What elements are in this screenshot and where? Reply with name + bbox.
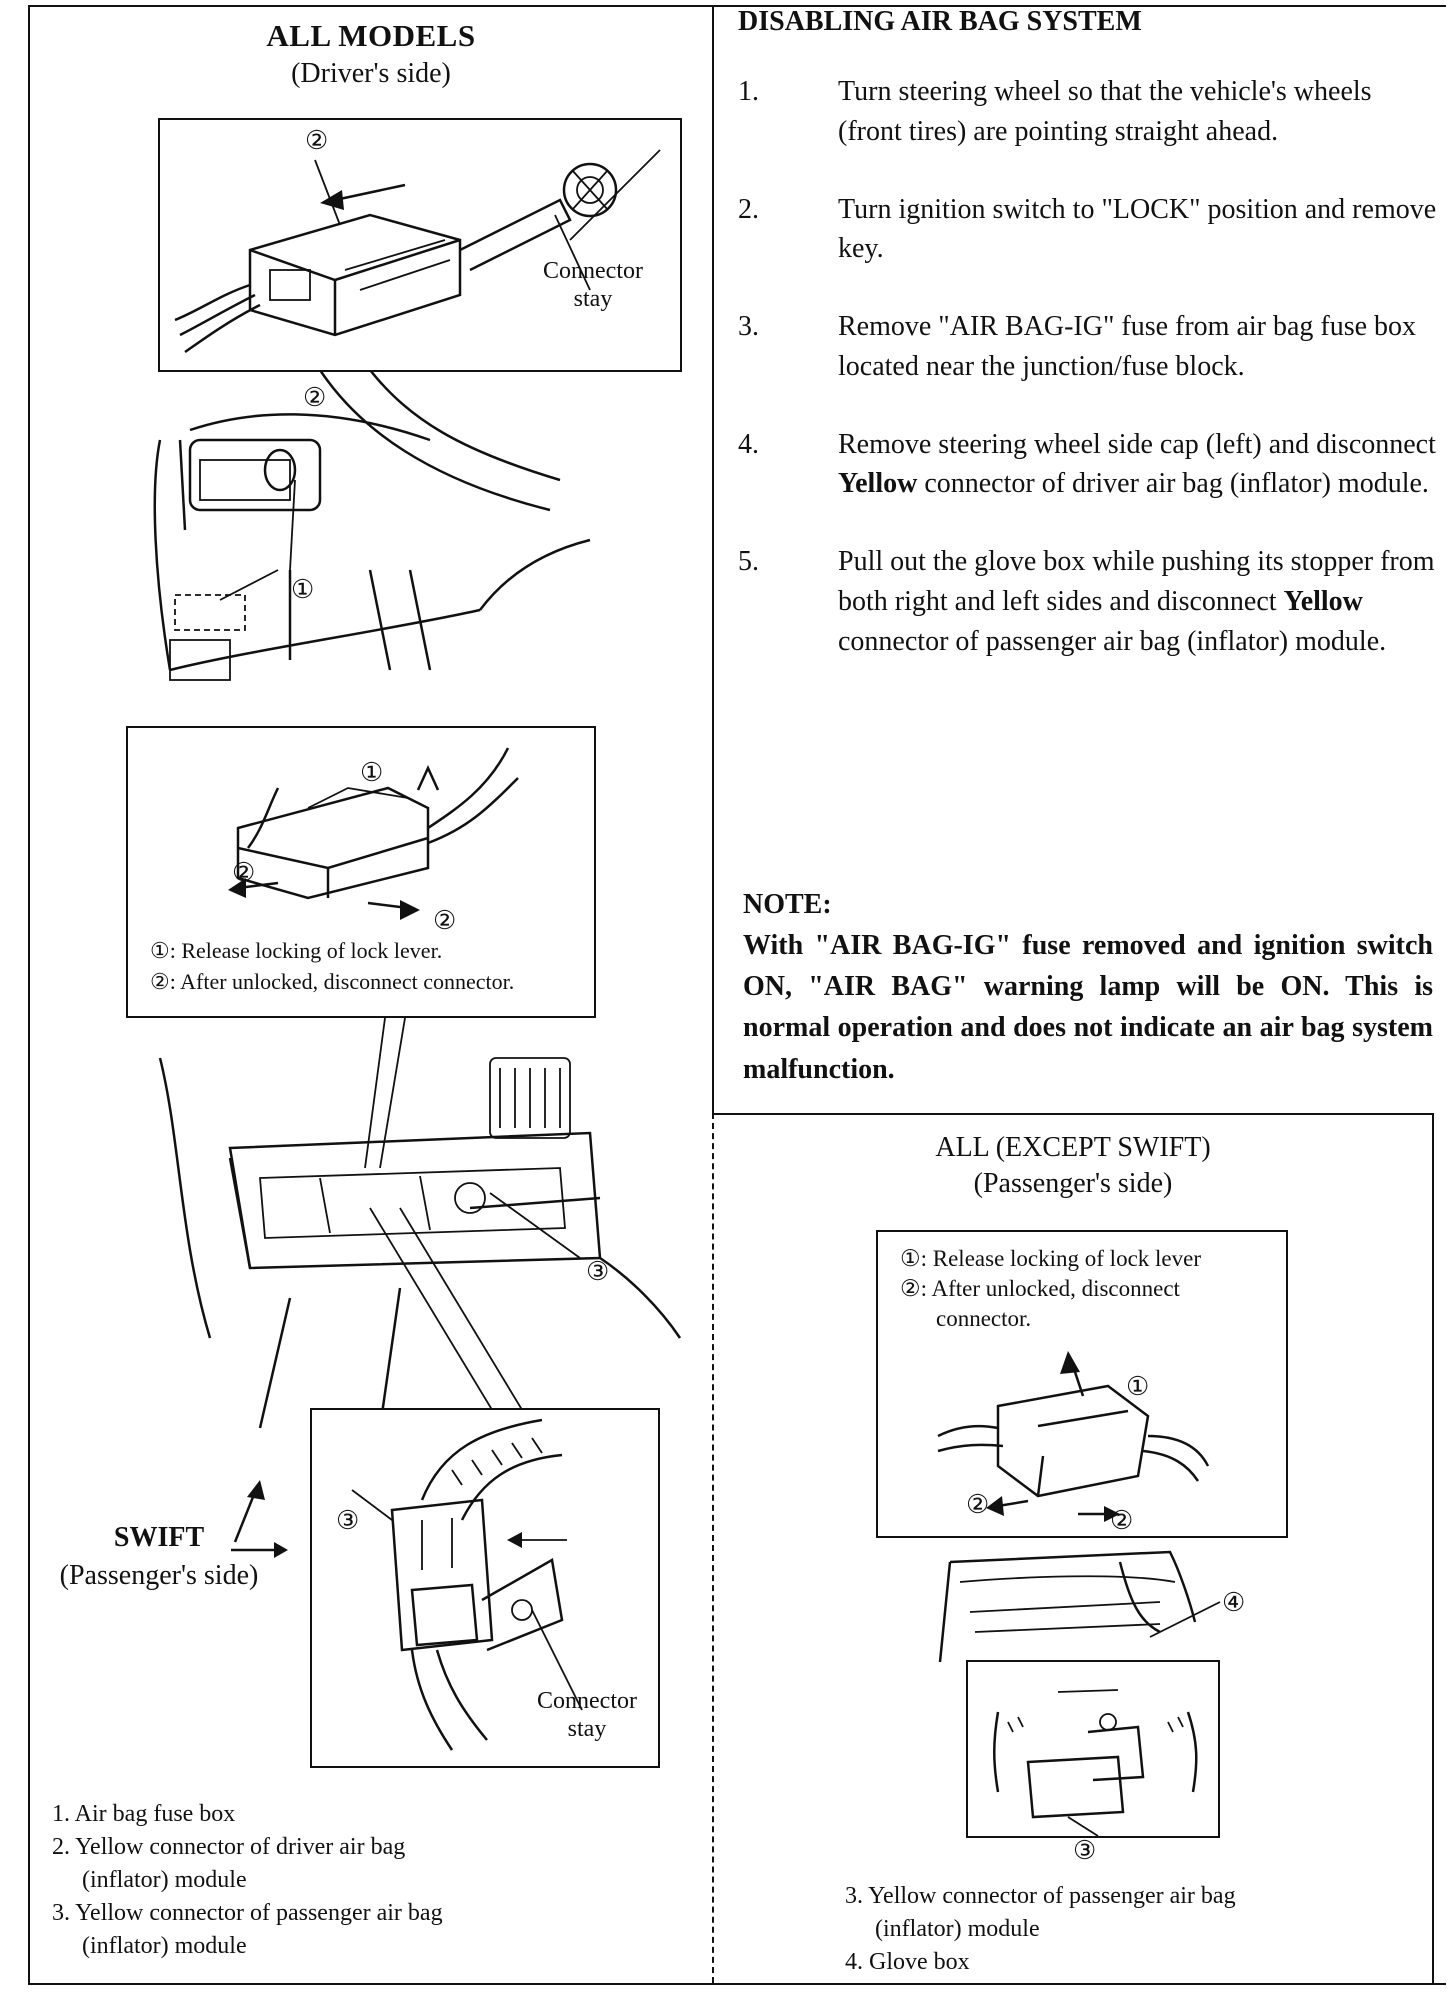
steps-list: 1. Turn steering wheel so that the vehic… [738, 72, 1438, 699]
swift-sublabel: (Passenger's side) [59, 1560, 259, 1591]
step-5-text-pre: Pull out the glove box while pushing its… [838, 546, 1435, 617]
callout-2-unlock-right: ② [433, 906, 457, 935]
swift-connector-inset: ③ Connector stay [310, 1408, 660, 1768]
left-legend-item-2-cont: (inflator) module [82, 1867, 247, 1894]
connector-stay-label: Connector stay [518, 258, 668, 313]
left-legend-item-2: 2. Yellow connector of driver air bag [52, 1834, 406, 1861]
step-5: 5. Pull out the glove box while pushing … [738, 542, 1438, 661]
step-3-number: 3. [738, 311, 759, 342]
swift-connector-illustration [351, 1418, 583, 1751]
left-title: ALL MODELS [266, 18, 476, 53]
passenger-title-block: ALL (EXCEPT SWIFT) (Passenger's side) [712, 1132, 1434, 1200]
swift-arrow-up [233, 1480, 265, 1543]
step-1-number: 1. [738, 76, 759, 107]
swift-connector-stay-line2: stay [567, 1715, 607, 1742]
driver-connector-inset: ② Connector stay [158, 118, 682, 372]
connector-stay-label-line2: stay [573, 285, 613, 312]
step-3: 3. Remove "AIR BAG-IG" fuse from air bag… [738, 307, 1438, 387]
step-1: 1. Turn steering wheel so that the vehic… [738, 72, 1438, 152]
callout-3-swift: ③ [336, 1506, 360, 1535]
step-4-text-pre: Remove steering wheel side cap (left) an… [838, 428, 1436, 460]
driver-connector-illustration [174, 149, 661, 354]
connector-stay-label-line1: Connector [543, 258, 643, 284]
callout-2: ② [305, 126, 329, 155]
right-legend-item-4: 4. Glove box [845, 1949, 970, 1976]
step-2-number: 2. [738, 193, 759, 225]
left-legend-item-1: 1. Air bag fuse box [52, 1801, 236, 1827]
right-section-divider [712, 1113, 1434, 1115]
unlock-illustration [228, 747, 519, 920]
step-2: 2. Turn ignition switch to "LOCK" positi… [738, 190, 1438, 270]
passenger-connector-illustration [993, 1689, 1198, 1836]
swift-label-block: SWIFT (Passenger's side) [34, 1522, 284, 1592]
passenger-glovebox-illustration [938, 1550, 1221, 1663]
unlock-caption: ①: Release locking of lock lever. ②: Aft… [150, 936, 514, 998]
unlock-caption-line2: ②: After unlocked, disconnect connector. [150, 968, 515, 994]
swift-connector-stay-line1: Connector [537, 1688, 637, 1714]
left-subtitle: (Driver's side) [291, 58, 451, 89]
passenger-caption-line3: connector. [936, 1305, 1032, 1331]
passenger-callout-3: ③ [1073, 1836, 1097, 1865]
column-divider-dashed [712, 1113, 714, 1983]
unlock-caption-line1: ①: Release locking of lock lever. [150, 938, 443, 963]
step-5-text: Pull out the glove box while pushing its… [838, 542, 1438, 661]
driver-unlock-inset: ① ② ② ①: Release locking of lock lever. … [126, 726, 596, 1018]
step-1-text: Turn steering wheel so that the vehicle'… [838, 76, 1372, 147]
callout-2-unlock-left: ② [232, 858, 256, 887]
step-4: 4. Remove steering wheel side cap (left)… [738, 425, 1438, 505]
passenger-callout-1: ① [1126, 1372, 1150, 1401]
callout-2-dash: ② [303, 383, 327, 412]
passenger-unlock-caption: ①: Release locking of lock lever ②: Afte… [900, 1244, 1201, 1334]
page-frame [28, 5, 1446, 1985]
passenger-connector-inset [966, 1660, 1220, 1838]
passenger-callout-2-left: ② [966, 1490, 990, 1519]
note-block: NOTE: With "AIR BAG-IG" fuse removed and… [743, 884, 1433, 1090]
driver-dash-illustration [153, 370, 591, 681]
passenger-section-frame [712, 1113, 1434, 1983]
step-4-text: Remove steering wheel side cap (left) an… [838, 425, 1438, 505]
swift-connector-stay-label: Connector stay [522, 1688, 652, 1743]
left-legend-item-3: 3. Yellow connector of passenger air bag [52, 1900, 443, 1927]
note-heading: NOTE: [743, 889, 832, 920]
right-legend-item-3: 3. Yellow connector of passenger air bag [845, 1883, 1236, 1909]
swift-label: SWIFT [113, 1522, 205, 1553]
passenger-title: ALL (EXCEPT SWIFT) [935, 1132, 1211, 1163]
note-body: With "AIR BAG-IG" fuse removed and ignit… [743, 930, 1433, 1085]
right-legend: 3. Yellow connector of passenger air bag… [845, 1880, 1236, 1979]
step-4-text-bold: Yellow [838, 468, 918, 500]
step-3-text: Remove "AIR BAG-IG" fuse from air bag fu… [838, 311, 1417, 382]
callout-1-dash: ① [291, 575, 315, 604]
right-legend-item-3-cont: (inflator) module [875, 1916, 1040, 1943]
passenger-callout-4: ④ [1222, 1588, 1246, 1617]
passenger-subtitle: (Passenger's side) [973, 1168, 1173, 1199]
left-legend: 1. Air bag fuse box 2. Yellow connector … [52, 1798, 443, 1964]
step-5-number: 5. [738, 546, 759, 577]
swift-glovebox-illustration [158, 1018, 682, 1429]
column-divider [712, 5, 714, 1113]
left-title-block: ALL MODELS (Driver's side) [30, 18, 712, 90]
callout-3-glovebox: ③ [586, 1257, 610, 1286]
swift-arrow-right [231, 1542, 288, 1558]
step-5-text-bold: Yellow [1283, 585, 1363, 617]
passenger-caption-line2: ②: After unlocked, disconnect [900, 1275, 1180, 1301]
passenger-unlock-inset: ①: Release locking of lock lever ②: Afte… [876, 1230, 1288, 1538]
step-5-text-post: connector of passenger air bag (inflator… [838, 625, 1387, 657]
left-legend-item-3-cont: (inflator) module [82, 1933, 247, 1960]
passenger-caption-line1: ①: Release locking of lock lever [900, 1246, 1201, 1271]
step-4-text-post: connector of driver air bag (inflator) m… [917, 468, 1429, 500]
step-4-number: 4. [738, 428, 759, 460]
passenger-unlock-illustration [937, 1351, 1210, 1522]
callout-1-unlock: ① [360, 758, 384, 787]
passenger-callout-2-right: ② [1110, 1506, 1134, 1535]
step-2-text: Turn ignition switch to "LOCK" position … [838, 193, 1437, 265]
right-title: DISABLING AIR BAG SYSTEM [738, 6, 1142, 37]
